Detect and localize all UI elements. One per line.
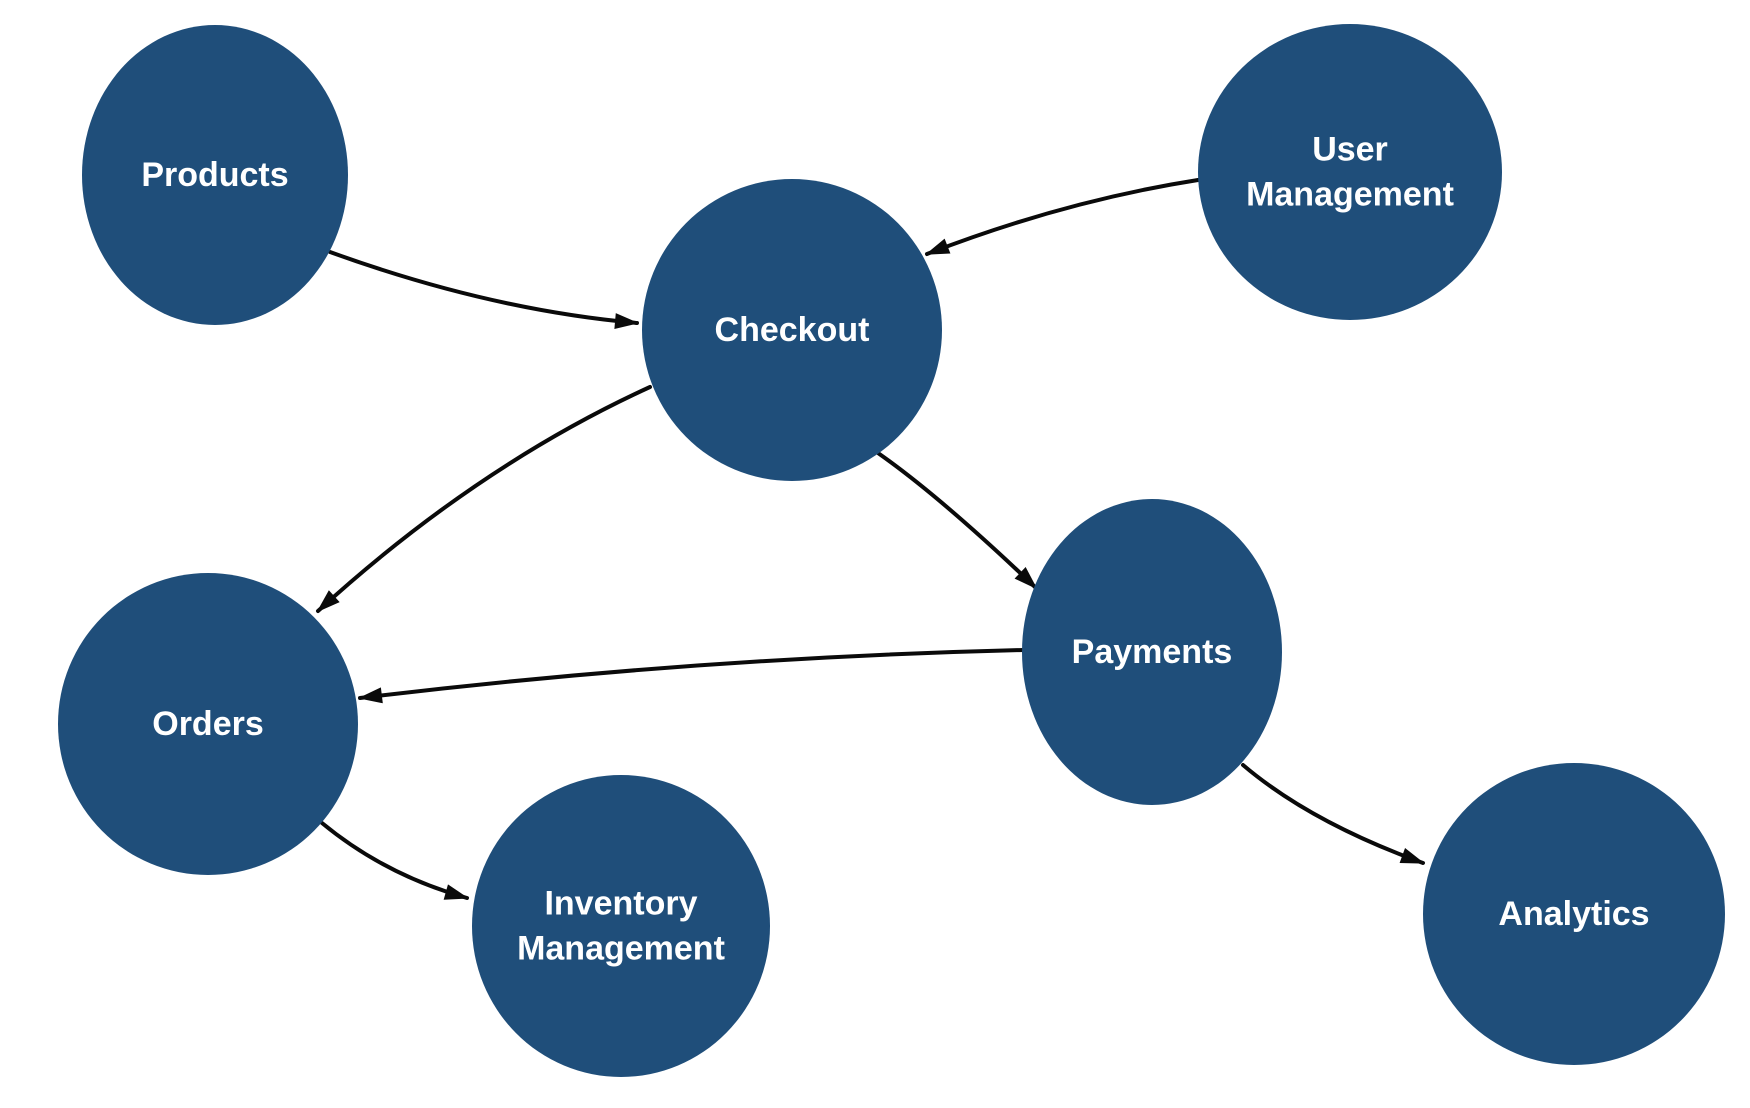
node-inventory-management-shape[interactable]: [472, 775, 770, 1077]
edge-user-management-to-checkout: [925, 178, 1200, 256]
edge-products-to-checkout: [328, 250, 639, 330]
node-analytics-shape[interactable]: [1423, 763, 1725, 1065]
edge-payments-to-orders: [358, 648, 1025, 704]
node-payments[interactable]: Payments: [1022, 499, 1282, 805]
edges-layer: [316, 178, 1425, 900]
node-user-management-shape[interactable]: [1198, 24, 1502, 320]
node-products-shape[interactable]: [82, 25, 348, 325]
node-payments-shape[interactable]: [1022, 499, 1282, 805]
edge-orders-to-inventory-management: [320, 821, 469, 900]
node-checkout-shape[interactable]: [642, 179, 942, 481]
node-orders-shape[interactable]: [58, 573, 358, 875]
node-orders[interactable]: Orders: [58, 573, 358, 875]
node-checkout[interactable]: Checkout: [642, 179, 942, 481]
edge-checkout-to-payments: [876, 451, 1038, 590]
edge-payments-to-analytics: [1241, 763, 1425, 865]
node-products[interactable]: Products: [82, 25, 348, 325]
edge-checkout-to-orders: [316, 385, 652, 613]
node-analytics[interactable]: Analytics: [1423, 763, 1725, 1065]
